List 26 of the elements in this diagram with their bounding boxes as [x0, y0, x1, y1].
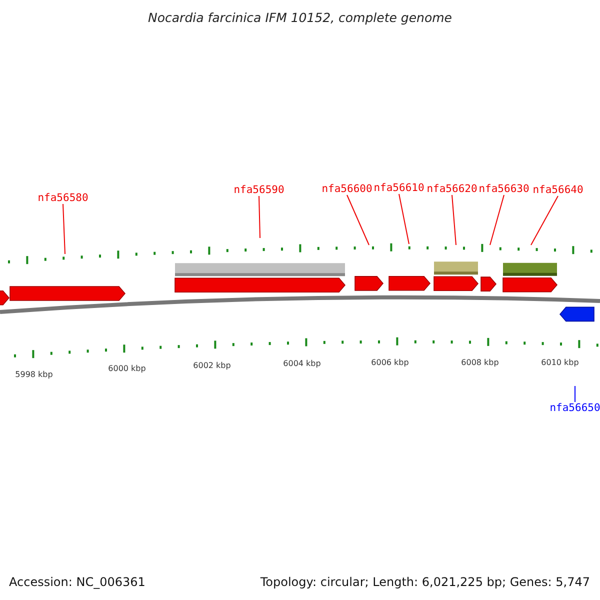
gene-label: nfa56640	[532, 184, 584, 196]
gene-label: nfa56610	[374, 182, 424, 194]
leader-line	[490, 194, 504, 246]
leader-line	[398, 194, 410, 244]
chart-title: Nocardia farcinica IFM 10152, complete genome	[147, 10, 453, 25]
leader-line	[452, 194, 456, 246]
gene-label: nfa56620	[426, 183, 478, 195]
scale-label: 6002 kbp	[193, 361, 231, 370]
leader-line	[574, 386, 576, 402]
gene-label: nfa56600	[322, 183, 372, 195]
scale-label: 6010 kbp	[541, 358, 579, 367]
scale-label: 6006 kbp	[371, 358, 409, 367]
footer-text: Accession: NC_006361	[9, 575, 146, 589]
gene-label: nfa56580	[38, 192, 88, 204]
footer-text: Topology: circular; Length: 6,021,225 bp; Genes: 5,747	[260, 575, 590, 589]
leader-line	[258, 196, 260, 238]
scale-label: 6008 kbp	[461, 358, 499, 367]
leader-line	[346, 194, 370, 246]
leader-line	[62, 204, 66, 254]
gene-label: nfa56590	[234, 184, 284, 196]
leader-line	[530, 196, 558, 246]
gene-label: nfa56630	[478, 183, 530, 195]
scale-label: 5998 kbp	[15, 370, 53, 379]
scale-label: 6004 kbp	[283, 359, 321, 368]
scale-label: 6000 kbp	[108, 364, 146, 373]
gene-label: nfa56650	[550, 402, 600, 414]
